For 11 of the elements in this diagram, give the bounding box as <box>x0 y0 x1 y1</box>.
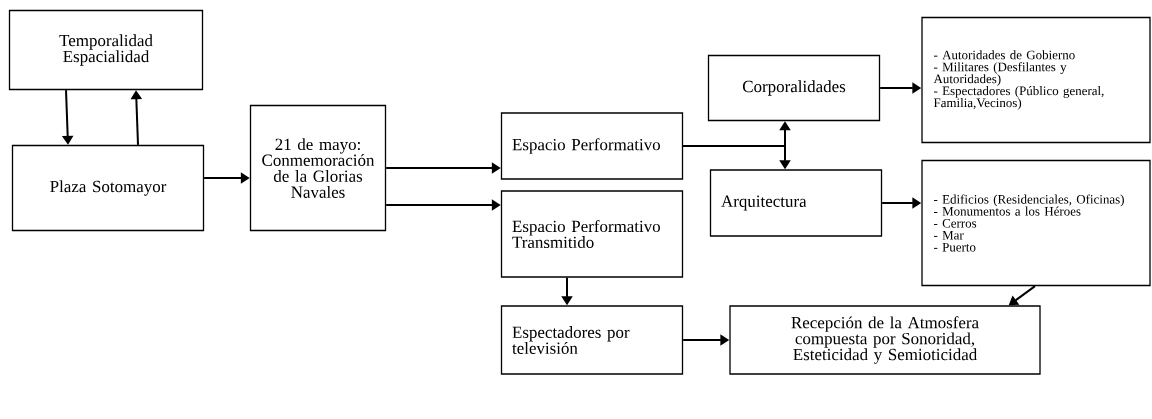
process-box: Espectadores por televisión <box>500 305 684 375</box>
process-box: Espacio Performativo Transmitido <box>500 190 684 278</box>
process-box: Plaza Sotomayor <box>11 144 205 232</box>
list-box: - Edificios (Residenciales, Oficinas) - Monumentos a los Héroes - Cerros - Mar - Puerto <box>921 159 1151 287</box>
list-box: - Autoridades de Gobierno - Militares (Desfilantes y Autoridades) - Espectadores (Público general, Familia,Vecinos) <box>921 16 1151 144</box>
process-box: Espacio Performativo <box>500 112 684 180</box>
process-box: Corporalidades <box>707 54 881 122</box>
process-box: Recepción de la Atmosfera compuesta por Sonoridad, Esteticidad y Semioticidad <box>729 305 1041 375</box>
process-box: Arquitectura <box>709 169 883 237</box>
process-box: 21 de mayo: Conmemoración de la Glorias Navales <box>249 104 387 232</box>
process-box: Temporalidad Espacialidad <box>8 9 204 91</box>
